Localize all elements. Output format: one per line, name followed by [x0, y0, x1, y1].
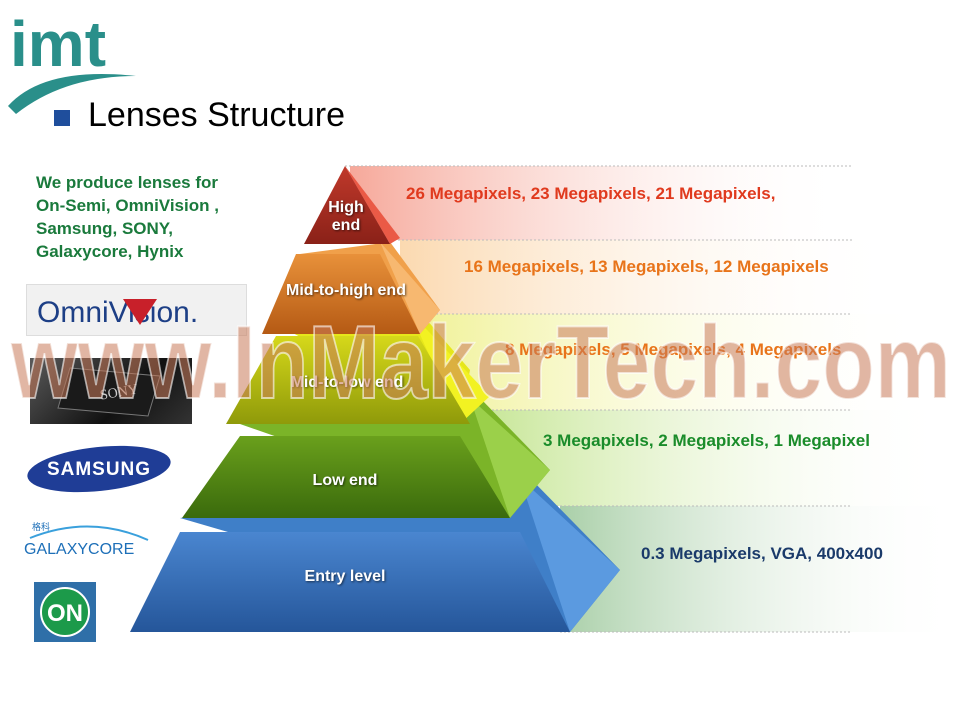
- tier-midhigh-front: [262, 254, 420, 334]
- galaxycore-logo: 格科 GALAXYCORE: [20, 518, 160, 568]
- samsung-ellipse: [27, 445, 171, 493]
- resolution-high: 26 Megapixels, 23 Megapixels, 21 Megapix…: [406, 184, 776, 203]
- tier-midlow-front: [226, 336, 470, 424]
- onsemi-logo: ON: [34, 582, 96, 642]
- band-high-end: [350, 166, 850, 240]
- tier-label-high: High end: [328, 199, 364, 234]
- title-bullet: [54, 110, 70, 126]
- tier-label-entry: Entry level: [304, 568, 386, 585]
- omnivision-logo: OmniVision.: [26, 284, 247, 336]
- galaxycore-cn-text: 格科: [32, 521, 50, 533]
- omnivision-v-mark: [123, 299, 157, 325]
- page-title: Lenses Structure: [88, 96, 346, 134]
- tier-label-midhigh: Mid-to-high end: [286, 282, 406, 299]
- tier-midhigh-side: [380, 242, 440, 334]
- tier-label-midlow: Mid-to-low end: [290, 374, 404, 391]
- imt-logo: imt: [8, 8, 136, 114]
- band-entry: [560, 506, 960, 632]
- tier-high-front: [304, 166, 390, 244]
- tier-low-front: [182, 436, 510, 518]
- samsung-wordmark: SAMSUNG: [47, 459, 151, 480]
- samsung-logo: SAMSUNG: [26, 443, 172, 495]
- sony-chip-logo: SONY: [30, 358, 192, 424]
- chip-body: [57, 367, 161, 417]
- band-low-end: [490, 410, 950, 506]
- resolution-midlow: 8 Megapixels, 5 Megapixels, 4 Megapixels: [505, 340, 842, 359]
- tier-label-low: Low end: [312, 472, 378, 489]
- resolution-low: 3 Megapixels, 2 Megapixels, 1 Megapixel: [543, 431, 870, 450]
- watermark-text: www.InMakerTech.com: [10, 306, 951, 421]
- sony-wordmark: SONY: [99, 382, 139, 403]
- tier-entry-front: [130, 532, 570, 632]
- resolution-entry: 0.3 Megapixels, VGA, 400x400: [641, 544, 883, 563]
- tier-midlow-side: [410, 312, 490, 424]
- intro-text: We produce lenses for On-Semi, OmniVisio…: [36, 173, 219, 261]
- logo-swoosh: [8, 74, 136, 114]
- resolution-midhigh: 16 Megapixels, 13 Megapixels, 12 Megapix…: [464, 257, 829, 276]
- galaxycore-wordmark: GALAXYCORE: [24, 541, 134, 558]
- galaxycore-arc: [29, 525, 149, 541]
- band-mid-low: [430, 314, 930, 410]
- band-mid-high: [400, 240, 900, 314]
- band-dividers: [345, 165, 852, 633]
- onsemi-circle: [40, 587, 90, 637]
- tier-low-side: [470, 398, 550, 518]
- tier-high-side: [345, 166, 400, 244]
- onsemi-wordmark: ON: [47, 600, 83, 627]
- tier-entry-side: [520, 478, 620, 632]
- watermark: www.InMakerTech.com: [9, 306, 952, 422]
- logo-text: imt: [10, 8, 106, 80]
- omnivision-wordmark: OmniVision.: [37, 296, 198, 329]
